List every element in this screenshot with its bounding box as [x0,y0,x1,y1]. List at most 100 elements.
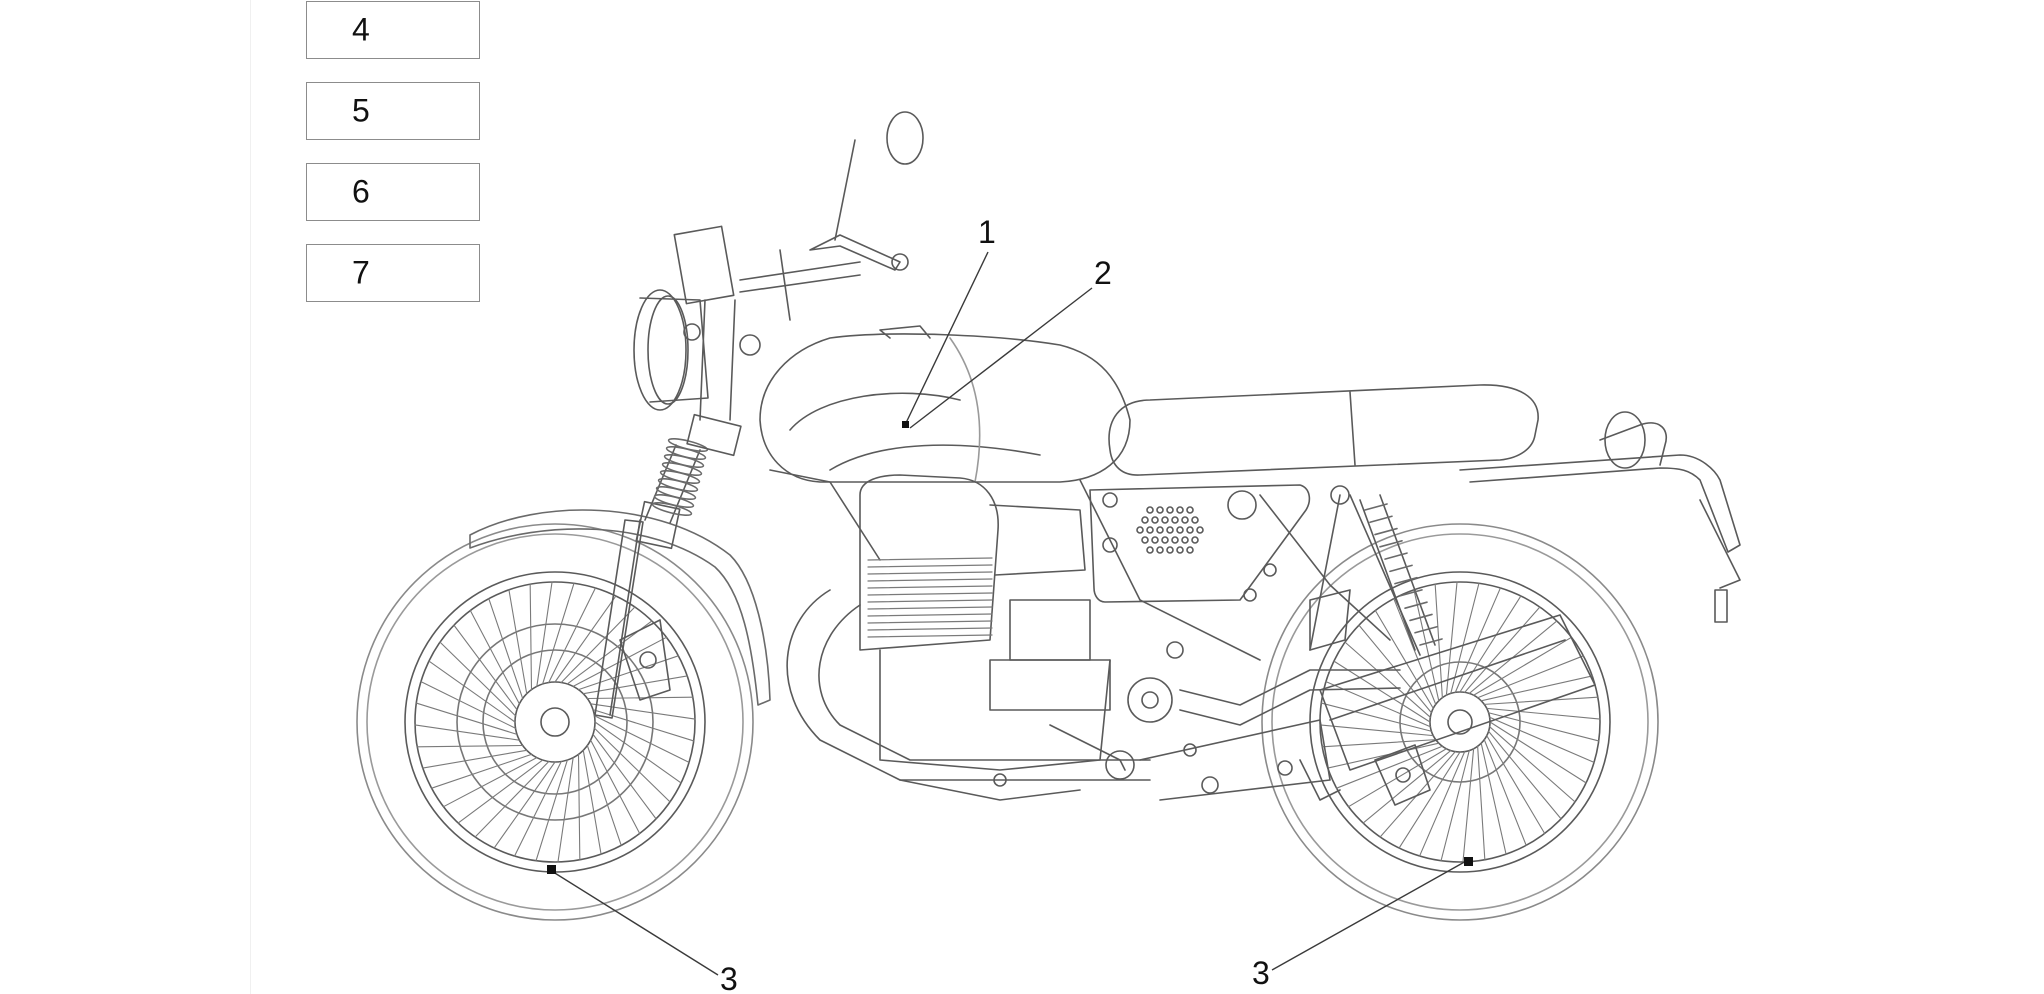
spoke [1477,745,1486,861]
legend-number: 7 [352,254,370,291]
vent-hole [1136,526,1144,534]
spoke [420,681,517,729]
spoke [529,583,533,691]
spoke [442,757,538,808]
spoke [1398,751,1461,849]
spoke [582,749,602,855]
cooling-fin [867,585,993,589]
marker-3-rear [1464,857,1473,866]
vent-hole [1156,506,1164,514]
spoke [1473,636,1573,696]
spoke [1358,624,1433,714]
spoke [1413,589,1440,702]
spoke [1477,655,1584,699]
headlight [633,289,709,411]
spoke [493,761,556,849]
spoke [416,744,524,748]
spoke [1483,739,1527,846]
spring-coil [1379,540,1403,548]
spoke [586,744,622,846]
cooling-fin [867,627,993,631]
spring-coil [1369,515,1393,524]
spoke [1434,583,1443,699]
vent-hole [1166,546,1174,554]
spoke [508,589,528,695]
spoke [431,753,533,789]
spring-coil [1409,613,1433,622]
vent-hole [1141,516,1149,524]
legend-box-6: 6 [306,163,480,221]
leader-2 [909,287,1093,429]
vent-hole [1171,536,1179,544]
cooling-fin [867,620,993,624]
spoke [414,724,520,741]
spoke [542,582,575,685]
spoke [1333,660,1431,723]
spoke [474,760,550,838]
cooling-fin [867,599,993,603]
spring-coil [1394,576,1418,585]
cooling-fin [867,613,993,617]
front-wheel [356,523,754,921]
callout-3-rear: 3 [1252,955,1270,991]
side-panel [1089,484,1311,603]
vent-hole [1191,516,1199,524]
spoke [557,757,574,863]
callout-3-front: 3 [720,961,738,994]
vent-hole [1156,546,1164,554]
callout-leaders [549,251,1469,976]
vent-hole [1161,516,1169,524]
spoke [594,721,682,784]
cooling-fin [867,578,993,582]
spoke [593,715,690,763]
vent-hole [1196,526,1204,534]
spoke [1487,730,1562,820]
vent-hole [1166,506,1174,514]
spoke [514,760,562,857]
legend-number: 5 [352,92,370,129]
callout-1: 1 [978,214,996,250]
spoke [572,636,668,687]
vent-hole [1191,536,1199,544]
spoke [1489,721,1587,784]
vent-hole [1176,506,1184,514]
fuel-tank [759,325,1131,483]
spoke [554,595,617,683]
cooling-fin [867,557,993,561]
legend-number: 6 [352,173,370,210]
spoke [1344,641,1431,718]
vent-hole [1166,526,1174,534]
vent-hole [1186,526,1194,534]
vent-hole [1186,546,1194,554]
spoke [488,598,524,700]
vent-hole [1176,546,1184,554]
vent-hole [1181,516,1189,524]
spoke [469,609,520,705]
gaiter-ring [661,461,703,477]
cooling-fin [867,564,993,568]
spring-coil [1404,601,1428,609]
spoke [1464,606,1541,693]
spoke [1440,749,1470,862]
seat [1108,384,1539,476]
callout-markers [547,421,1473,874]
spoke [453,624,518,711]
gaiter-ring [657,477,699,493]
legend-box-5: 5 [306,82,480,140]
spoke [1480,742,1507,855]
vent-hole [1146,506,1154,514]
exhaust [786,589,1596,801]
spring-coil [1389,564,1413,573]
spoke [1336,745,1443,789]
cooling-fin [867,592,993,596]
tail-section [1459,411,1741,623]
spring-coil [1399,589,1423,597]
spoke [1327,742,1440,769]
handlebar-assembly [673,111,924,356]
spoke [1347,748,1447,808]
marker-3-front [547,865,556,874]
spring-coil [1419,638,1443,646]
gaiter-ring [655,485,697,501]
